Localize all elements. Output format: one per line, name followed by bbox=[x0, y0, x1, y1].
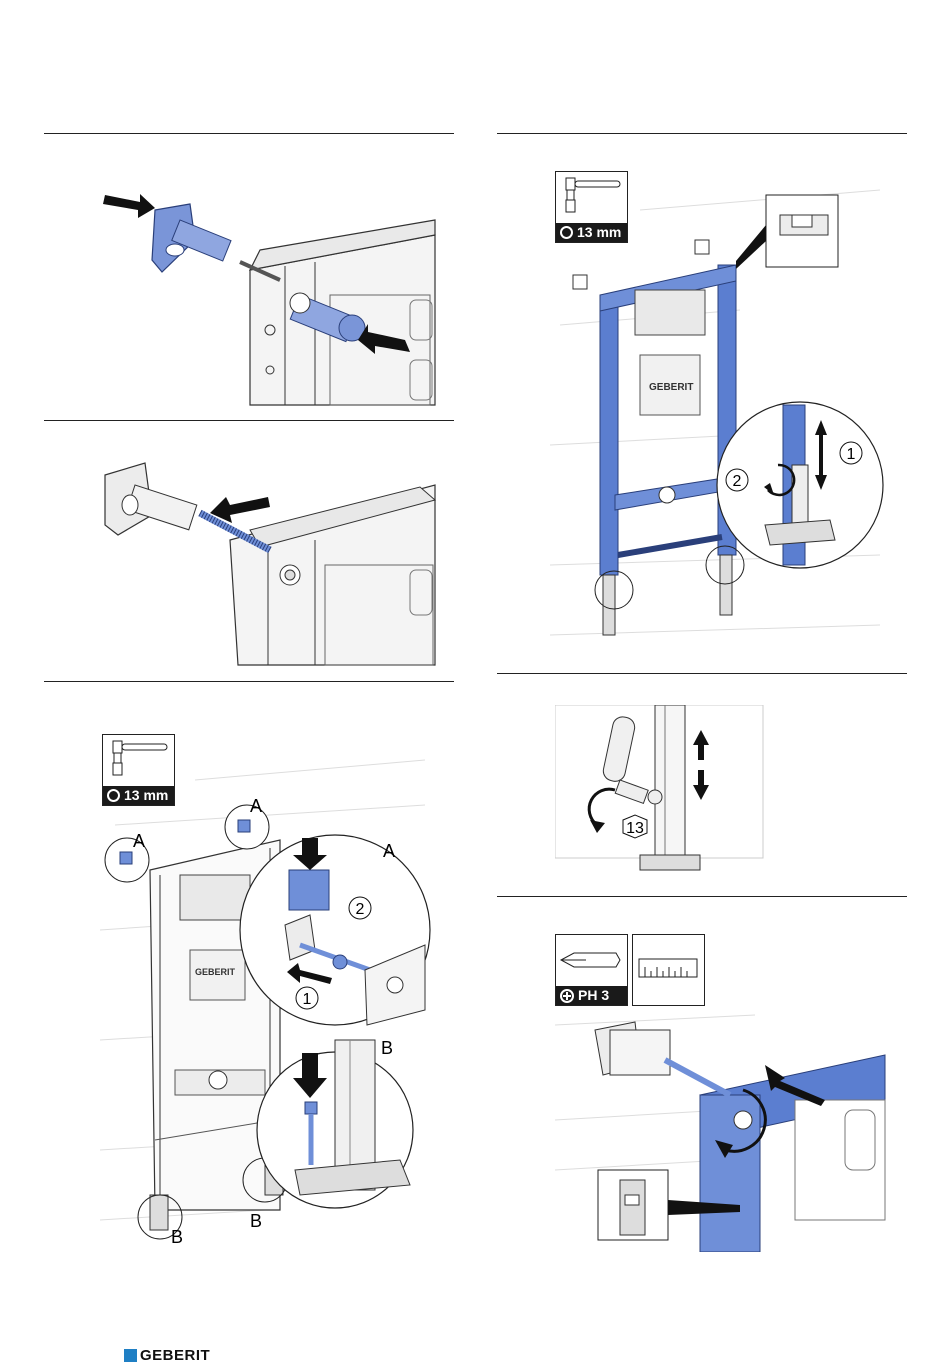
callout-b-right: B bbox=[250, 1211, 262, 1231]
step4-tool-label: 13 mm bbox=[577, 223, 621, 242]
step6-tool-box: PH 3 bbox=[555, 934, 628, 1006]
callout-b-left: B bbox=[171, 1227, 183, 1245]
step3-illustration: GEBERIT 2 1 A bbox=[95, 740, 435, 1245]
phillips-screwdriver-icon bbox=[556, 935, 627, 985]
callout-a-detail: A bbox=[383, 841, 395, 861]
socket-wrench-icon-2 bbox=[556, 172, 627, 222]
rule-right-2 bbox=[497, 673, 907, 674]
step3-tool-label: 13 mm bbox=[124, 786, 168, 805]
step6-tool2-box bbox=[632, 934, 705, 1006]
push-arrow-left bbox=[103, 194, 155, 218]
step1-illustration bbox=[100, 180, 440, 408]
brand-square-icon bbox=[124, 1349, 137, 1362]
rule-right-3 bbox=[497, 896, 907, 897]
frame-logo-text: GEBERIT bbox=[195, 967, 236, 977]
step2-illustration bbox=[100, 455, 440, 667]
socket-icon-2 bbox=[560, 226, 573, 239]
phillips-icon bbox=[560, 989, 574, 1003]
rule-left-3 bbox=[44, 681, 454, 682]
callout-b-detail: B bbox=[381, 1038, 393, 1058]
rule-left-2 bbox=[44, 420, 454, 421]
callout-a-top: A bbox=[250, 796, 262, 816]
step4-tool-box: 13 mm bbox=[555, 171, 628, 243]
ruler-icon bbox=[633, 935, 704, 1005]
callout-a-left: A bbox=[133, 831, 145, 851]
socket-wrench-icon bbox=[103, 735, 174, 785]
step4-num-2: 2 bbox=[733, 473, 742, 490]
step3-num-2: 2 bbox=[356, 901, 365, 918]
step3-tool-box: 13 mm bbox=[102, 734, 175, 806]
step4-num-1: 1 bbox=[847, 446, 856, 463]
brand-name: GEBERIT bbox=[140, 1347, 210, 1364]
step3-num-1: 1 bbox=[303, 991, 312, 1008]
rule-left-1 bbox=[44, 133, 454, 134]
step6-tool-label: PH 3 bbox=[578, 986, 609, 1005]
step5-illustration: 13 bbox=[555, 705, 765, 880]
frame-logo-text-2: GEBERIT bbox=[649, 382, 693, 393]
socket-icon bbox=[107, 789, 120, 802]
rule-right-1 bbox=[497, 133, 907, 134]
step5-nut-size: 13 bbox=[626, 820, 644, 837]
footer-brand: GEBERIT bbox=[124, 1347, 210, 1364]
